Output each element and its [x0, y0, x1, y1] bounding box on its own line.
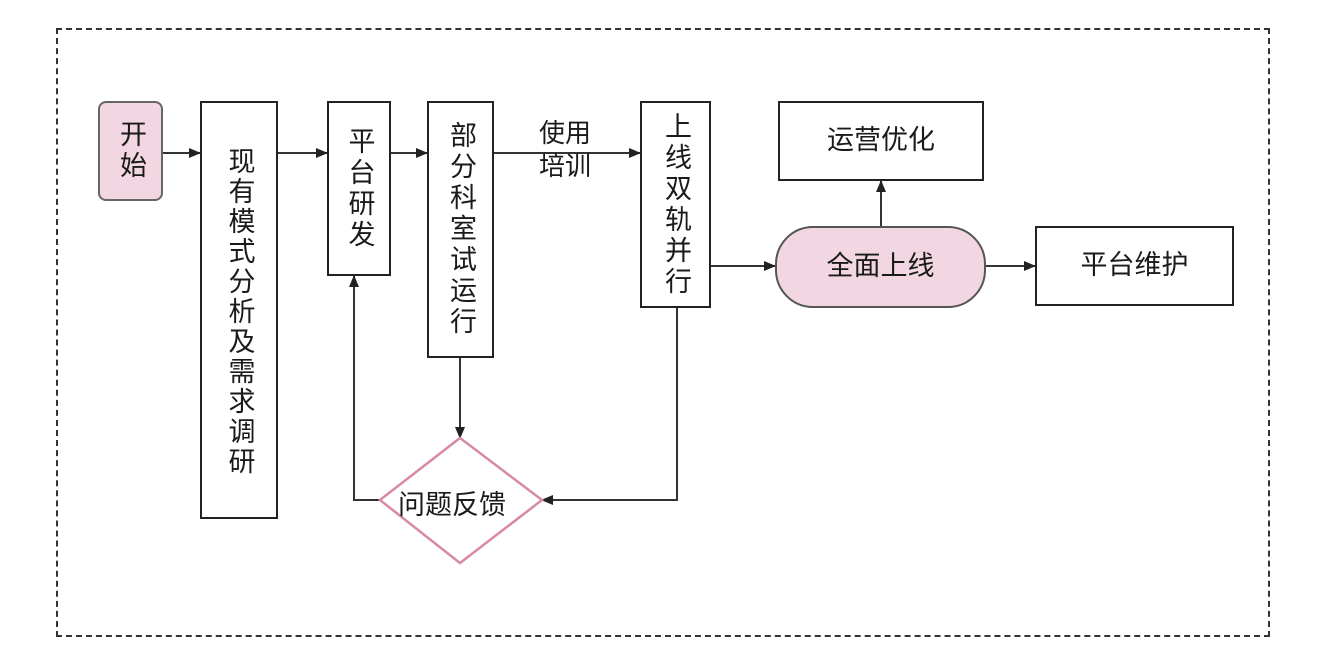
- arrow-feedback-to-platform: [349, 275, 380, 501]
- full-launch-node: 全面上线: [775, 226, 986, 308]
- trial-node: 部分科室试运行: [427, 101, 494, 358]
- platform-dev-node-label: 平台研发: [343, 126, 375, 251]
- start-node: 开始: [98, 101, 163, 201]
- dual-track-node-label: 上线双轨并行: [660, 111, 691, 298]
- arrow-dualtrack-to-feedback: [541, 308, 678, 505]
- full-launch-node-label: 全面上线: [826, 250, 935, 282]
- diagram-frame: [56, 28, 1270, 637]
- dual-track-node: 上线双轨并行: [640, 101, 711, 308]
- training-edge-label: 使用 培训: [538, 119, 591, 182]
- maintenance-node: 平台维护: [1035, 226, 1234, 306]
- ops-optimization-node: 运营优化: [778, 101, 984, 181]
- platform-dev-node: 平台研发: [327, 101, 391, 276]
- trial-node-label: 部分科室试运行: [445, 121, 476, 338]
- analysis-node: 现有模式分析及需求调研: [200, 101, 278, 519]
- analysis-node-label: 现有模式分析及需求调研: [223, 147, 255, 477]
- feedback-node-label: 问题反馈: [398, 490, 506, 521]
- start-node-label: 开始: [115, 120, 146, 182]
- ops-optimization-node-label: 运营优化: [827, 124, 935, 156]
- feedback-diamond-shape: [377, 436, 545, 565]
- maintenance-node-label: 平台维护: [1080, 249, 1189, 281]
